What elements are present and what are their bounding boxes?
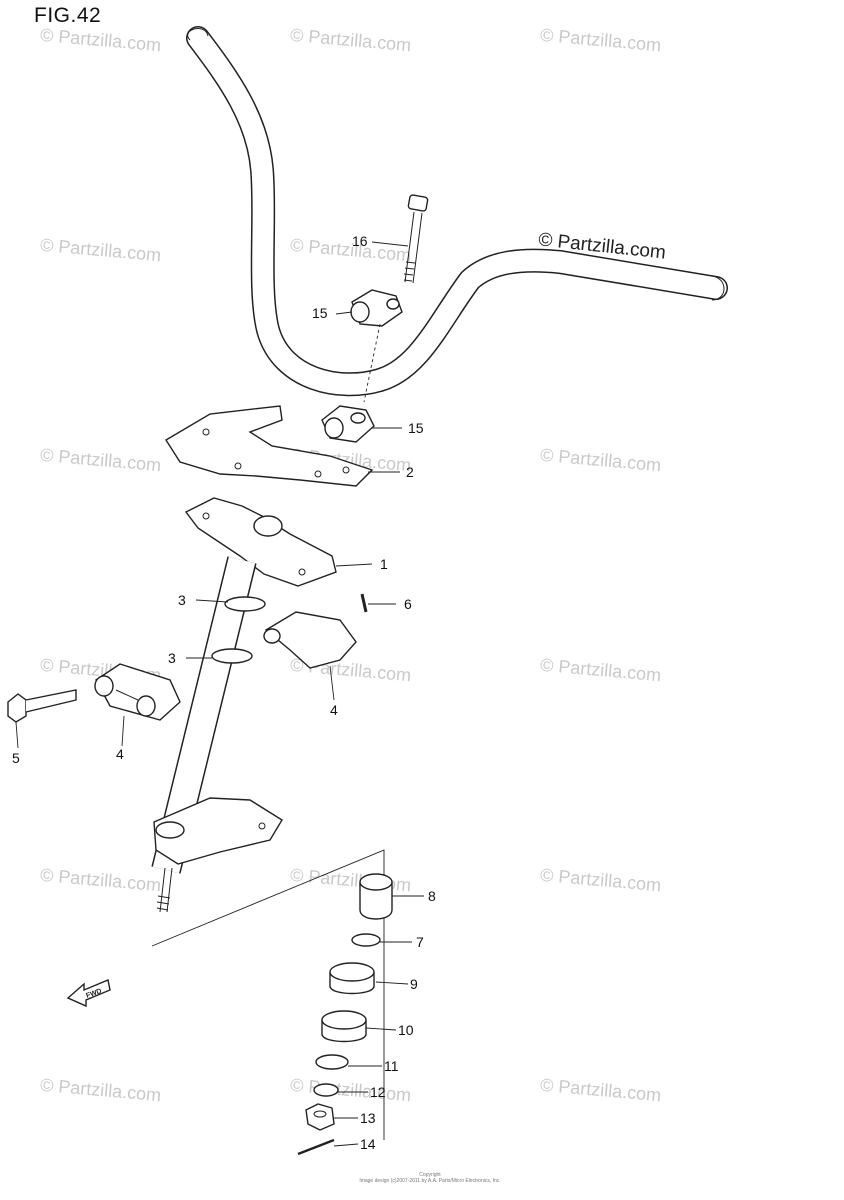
callout-4-right: 4 <box>330 702 338 718</box>
bushing <box>224 596 266 612</box>
cotter-pin <box>297 1138 335 1156</box>
seal <box>329 962 375 995</box>
callout-15-lower: 15 <box>408 420 424 436</box>
washer <box>315 1054 349 1070</box>
callout-12: 12 <box>370 1084 386 1100</box>
callout-3-upper: 3 <box>178 592 186 608</box>
washer <box>313 1083 339 1097</box>
callout-1: 1 <box>380 556 388 572</box>
bushing <box>211 648 253 664</box>
callout-13: 13 <box>360 1110 376 1126</box>
callout-3-lower: 3 <box>168 650 176 666</box>
shaft-holder-right <box>263 611 357 669</box>
callout-9: 9 <box>410 976 418 992</box>
forward-arrow-icon: FWD <box>66 979 111 1008</box>
figure-label: FIG.42 <box>34 4 102 27</box>
callout-16: 16 <box>352 233 368 249</box>
holder-bolt <box>7 689 77 723</box>
handlebar-clamp-bolt <box>403 194 429 284</box>
footer-line-1: Copyright <box>419 1172 441 1178</box>
oil-seal <box>321 1010 367 1043</box>
pin <box>360 593 368 613</box>
nut <box>305 1103 335 1131</box>
callout-6: 6 <box>404 596 412 612</box>
callout-15-upper: 15 <box>312 305 328 321</box>
callout-4-left: 4 <box>116 746 124 762</box>
handlebar <box>186 26 728 397</box>
callout-7: 7 <box>416 934 424 950</box>
callout-5: 5 <box>12 750 20 766</box>
upper-handlebar-holder <box>350 289 403 403</box>
lower-handlebar-holder <box>321 405 375 443</box>
callout-14: 14 <box>360 1136 376 1152</box>
callout-2: 2 <box>406 464 414 480</box>
footer-line-2: Image design (c)2007-2011 by A.A. Parts/… <box>359 1178 501 1184</box>
callout-11: 11 <box>384 1058 399 1074</box>
washer <box>351 933 381 947</box>
lower-bushing <box>359 873 393 920</box>
steering-shaft <box>151 497 337 913</box>
bracket <box>165 405 374 487</box>
footer-copyright: Copyright Image design (c)2007-2011 by A… <box>330 1172 530 1184</box>
callout-8: 8 <box>428 888 436 904</box>
callout-10: 10 <box>398 1022 414 1038</box>
shaft-holder-left <box>94 663 181 721</box>
